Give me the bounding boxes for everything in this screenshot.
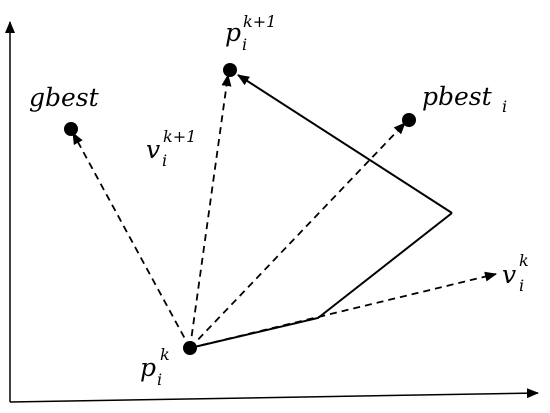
vector-to-gbest [72, 132, 191, 349]
label-pbest: pbest i [422, 82, 507, 116]
vector-to-pbest [189, 122, 406, 349]
label-p-current: p k i [140, 345, 175, 389]
x-axis [9, 388, 539, 403]
point-pbest [402, 113, 416, 127]
label-p-next: p k+1 i [225, 12, 281, 54]
vector-sum-arrow [237, 74, 453, 214]
point-p-current [183, 341, 197, 355]
label-gbest: gbest [29, 83, 100, 112]
label-v-current: v k i [502, 251, 534, 295]
vector-sum-path [189, 212, 453, 349]
vector-v-next [189, 74, 232, 349]
point-p-next [223, 63, 237, 77]
label-v-next: v k+1 i [146, 127, 201, 170]
point-gbest [64, 122, 78, 136]
